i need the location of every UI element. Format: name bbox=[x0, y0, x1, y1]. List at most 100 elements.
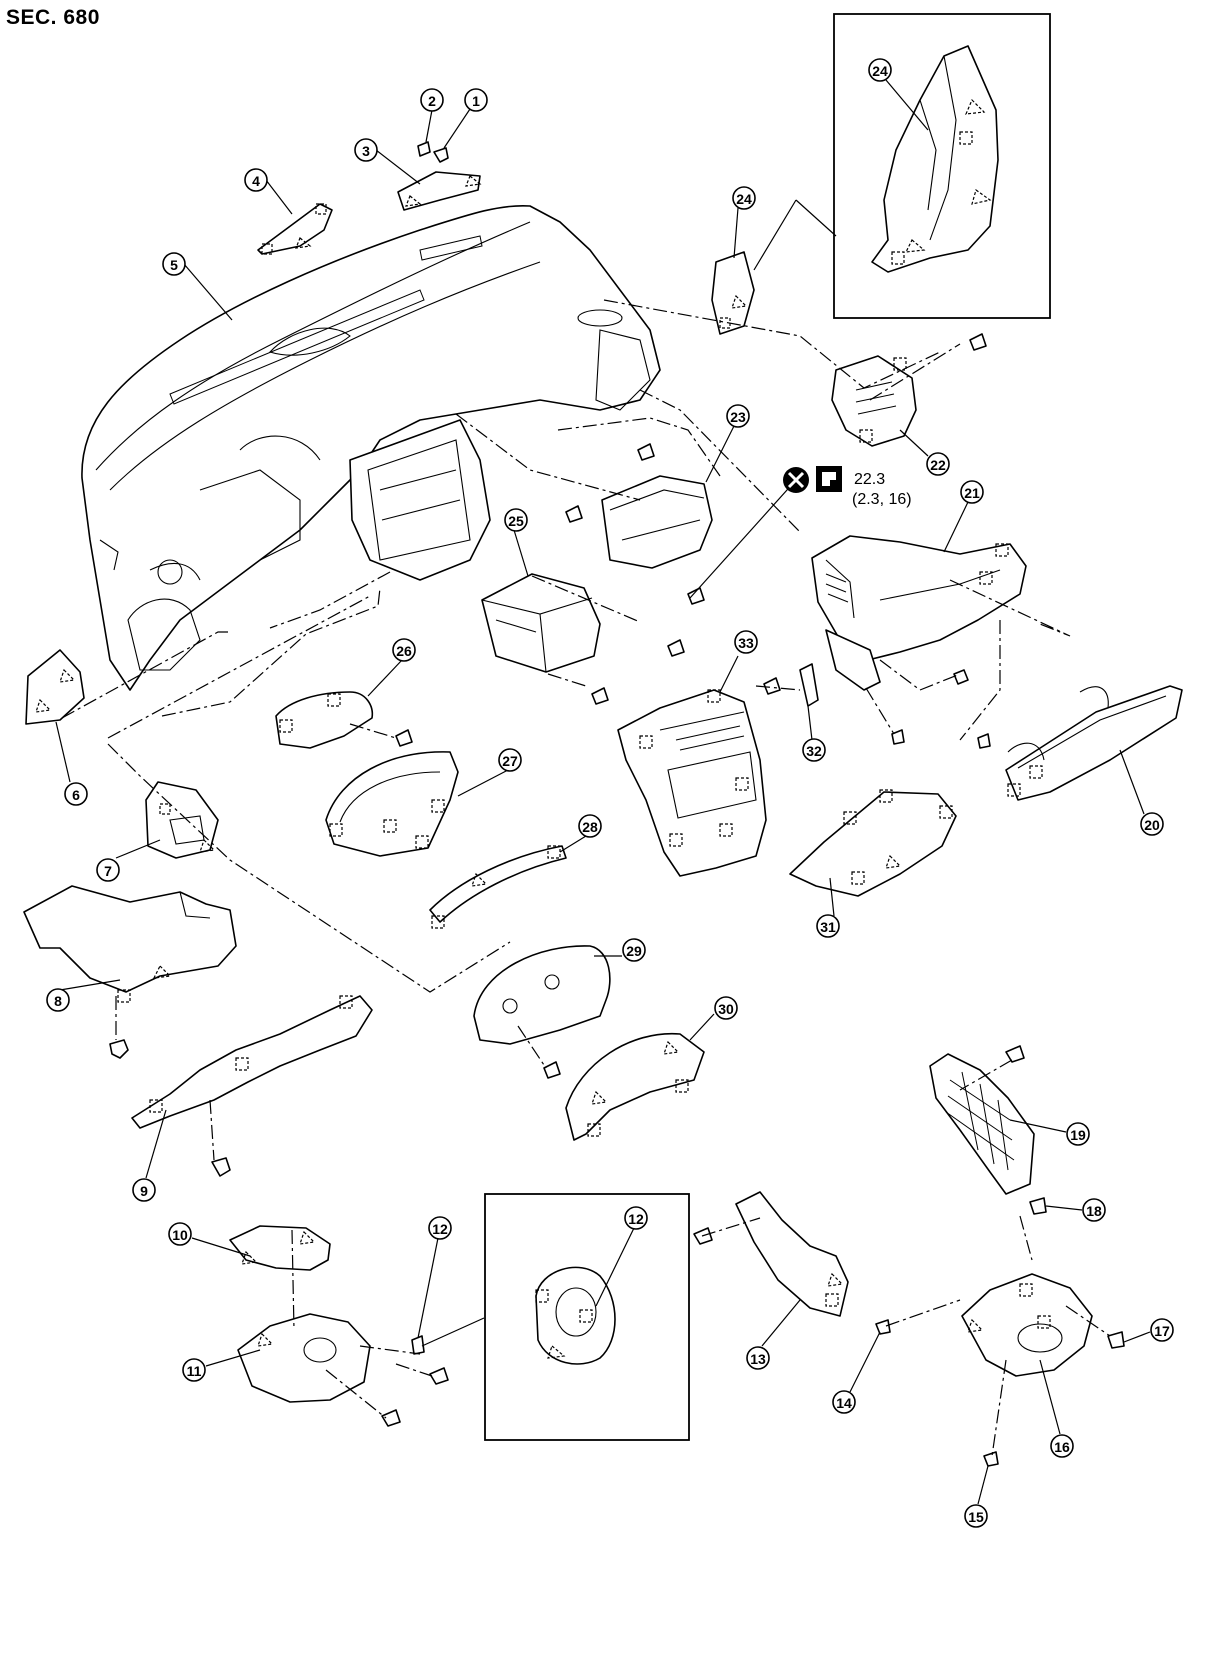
svg-text:2: 2 bbox=[428, 93, 436, 109]
callout-32: 32 bbox=[802, 738, 826, 762]
svg-text:4: 4 bbox=[252, 173, 260, 189]
svg-text:11: 11 bbox=[187, 1363, 202, 1379]
callout-28: 28 bbox=[578, 814, 602, 838]
svg-text:16: 16 bbox=[1054, 1439, 1070, 1455]
torque-alt-values: (2.3, 16) bbox=[852, 491, 912, 508]
part-5-dashboard bbox=[81, 204, 661, 691]
part-20 bbox=[1005, 685, 1183, 801]
assembly-chain-lines bbox=[61, 299, 1111, 1457]
callout-15: 15 bbox=[964, 1504, 988, 1528]
svg-text:29: 29 bbox=[626, 943, 642, 959]
svg-text:33: 33 bbox=[738, 635, 754, 651]
svg-text:31: 31 bbox=[820, 919, 836, 935]
callout-29: 29 bbox=[622, 938, 646, 962]
svg-text:13: 13 bbox=[750, 1351, 766, 1367]
part-10 bbox=[229, 1225, 331, 1271]
callout-26: 26 bbox=[392, 638, 416, 662]
part-22 bbox=[831, 333, 987, 447]
part-25 bbox=[481, 573, 685, 705]
part-12-detail bbox=[535, 1266, 616, 1365]
part-4 bbox=[257, 203, 333, 255]
svg-text:12: 12 bbox=[628, 1211, 644, 1227]
part-15 bbox=[983, 1451, 999, 1467]
part-19 bbox=[929, 1045, 1035, 1195]
callout-11: 11 bbox=[182, 1358, 206, 1382]
svg-text:25: 25 bbox=[508, 513, 524, 529]
callout-24-detail: 24 bbox=[868, 58, 892, 82]
callout-9: 9 bbox=[132, 1178, 156, 1202]
svg-text:15: 15 bbox=[968, 1509, 984, 1525]
part-11 bbox=[237, 1313, 449, 1427]
callout-12-detail: 12 bbox=[624, 1206, 648, 1230]
detail-box-12 bbox=[484, 1193, 690, 1441]
svg-text:30: 30 bbox=[718, 1001, 734, 1017]
part-29 bbox=[473, 945, 611, 1079]
callout-6: 6 bbox=[64, 782, 88, 806]
callout-22: 22 bbox=[926, 452, 950, 476]
part-18 bbox=[1029, 1197, 1047, 1215]
svg-text:26: 26 bbox=[396, 643, 412, 659]
callout-20: 20 bbox=[1140, 812, 1164, 836]
svg-text:21: 21 bbox=[964, 485, 980, 501]
svg-text:19: 19 bbox=[1070, 1127, 1086, 1143]
svg-text:17: 17 bbox=[1154, 1323, 1170, 1339]
callout-17: 17 bbox=[1150, 1318, 1174, 1342]
part-13 bbox=[693, 1191, 849, 1317]
leader-lines bbox=[55, 79, 1151, 1505]
callout-13: 13 bbox=[746, 1346, 770, 1370]
svg-text:20: 20 bbox=[1144, 817, 1160, 833]
part-17 bbox=[1107, 1331, 1125, 1349]
callout-12: 12 bbox=[428, 1216, 452, 1240]
callout-7: 7 bbox=[96, 858, 120, 882]
callout-8: 8 bbox=[46, 988, 70, 1012]
callout-1: 1 bbox=[464, 88, 488, 112]
callout-25: 25 bbox=[504, 508, 528, 532]
callout-5: 5 bbox=[162, 252, 186, 276]
callout-19: 19 bbox=[1066, 1122, 1090, 1146]
callout-21: 21 bbox=[960, 480, 984, 504]
svg-text:9: 9 bbox=[140, 1183, 148, 1199]
svg-text:10: 10 bbox=[172, 1227, 188, 1243]
svg-text:12: 12 bbox=[432, 1221, 448, 1237]
part-24 bbox=[711, 251, 755, 335]
svg-text:23: 23 bbox=[730, 409, 746, 425]
callout-31: 31 bbox=[816, 914, 840, 938]
part-7 bbox=[145, 781, 219, 859]
part-9 bbox=[131, 995, 373, 1177]
part-16 bbox=[961, 1273, 1093, 1377]
svg-text:22: 22 bbox=[930, 457, 946, 473]
svg-text:3: 3 bbox=[362, 143, 370, 159]
callout-4: 4 bbox=[244, 168, 268, 192]
tighten-symbol-icon bbox=[783, 467, 809, 493]
callout-16: 16 bbox=[1050, 1434, 1074, 1458]
callout-2: 2 bbox=[420, 88, 444, 112]
callout-33: 33 bbox=[734, 630, 758, 654]
svg-text:8: 8 bbox=[54, 993, 62, 1009]
callout-23: 23 bbox=[726, 404, 750, 428]
svg-text:27: 27 bbox=[502, 753, 518, 769]
svg-text:6: 6 bbox=[72, 787, 80, 803]
part-31 bbox=[789, 789, 957, 897]
detail-box-24 bbox=[833, 13, 1051, 319]
callout-14: 14 bbox=[832, 1390, 856, 1414]
part-21 bbox=[811, 535, 1027, 749]
callout-24: 24 bbox=[732, 186, 756, 210]
part-30 bbox=[565, 1032, 705, 1141]
svg-text:5: 5 bbox=[170, 257, 178, 273]
svg-text:14: 14 bbox=[836, 1395, 852, 1411]
part-26 bbox=[275, 691, 413, 749]
svg-text:1: 1 bbox=[472, 93, 480, 109]
callout-3: 3 bbox=[354, 138, 378, 162]
svg-text:18: 18 bbox=[1086, 1203, 1102, 1219]
part-8 bbox=[23, 885, 237, 1059]
part-23 bbox=[565, 443, 713, 605]
part-27 bbox=[325, 751, 459, 857]
part-33 bbox=[617, 689, 767, 877]
callout-30: 30 bbox=[714, 996, 738, 1020]
svg-text:24: 24 bbox=[872, 63, 888, 79]
section-title: SEC. 680 bbox=[6, 6, 100, 29]
callout-27: 27 bbox=[498, 748, 522, 772]
torque-wrench-icon bbox=[816, 466, 842, 492]
svg-text:24: 24 bbox=[736, 191, 752, 207]
